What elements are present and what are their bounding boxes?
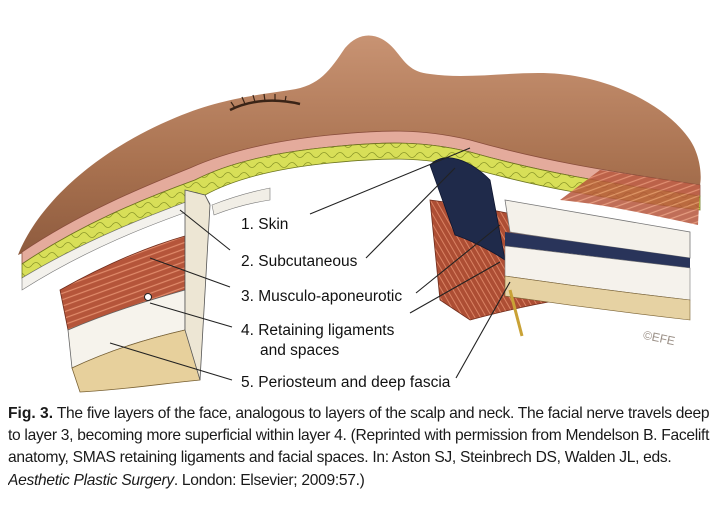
anatomy-illustration — [18, 35, 701, 393]
smas-layer — [21, 194, 211, 291]
figure-label: Fig. 3. — [8, 405, 54, 422]
face-skin-surface — [18, 35, 701, 255]
cut-face-left — [184, 189, 211, 381]
facial-nerve — [508, 289, 524, 337]
label-retaining-ligaments: 4. Retaining ligaments — [241, 322, 395, 339]
label-skin: 1. Skin — [241, 216, 289, 233]
label-periosteum: 5. Periosteum and deep fascia — [241, 374, 451, 391]
label-subcutaneous: 2. Subcutaneous — [241, 253, 358, 270]
ligament-marker — [144, 293, 152, 301]
caption-text: The five layers of the face, analogous t… — [8, 405, 710, 467]
figure-caption: Fig. 3. The five layers of the face, ana… — [8, 403, 720, 517]
label-musculo-aponeurotic: 3. Musculo-aponeurotic — [241, 288, 403, 305]
leader-lines — [109, 147, 511, 381]
caption-text-end: . London: Elsevier; 2009:57.) — [173, 471, 365, 489]
eye-lashes — [229, 99, 301, 112]
caption-journal: Aesthetic Plastic Surgery — [8, 471, 174, 489]
fat-layer — [21, 142, 701, 279]
muscle-right-outer — [560, 170, 700, 225]
label-and-spaces: and spaces — [260, 342, 340, 359]
